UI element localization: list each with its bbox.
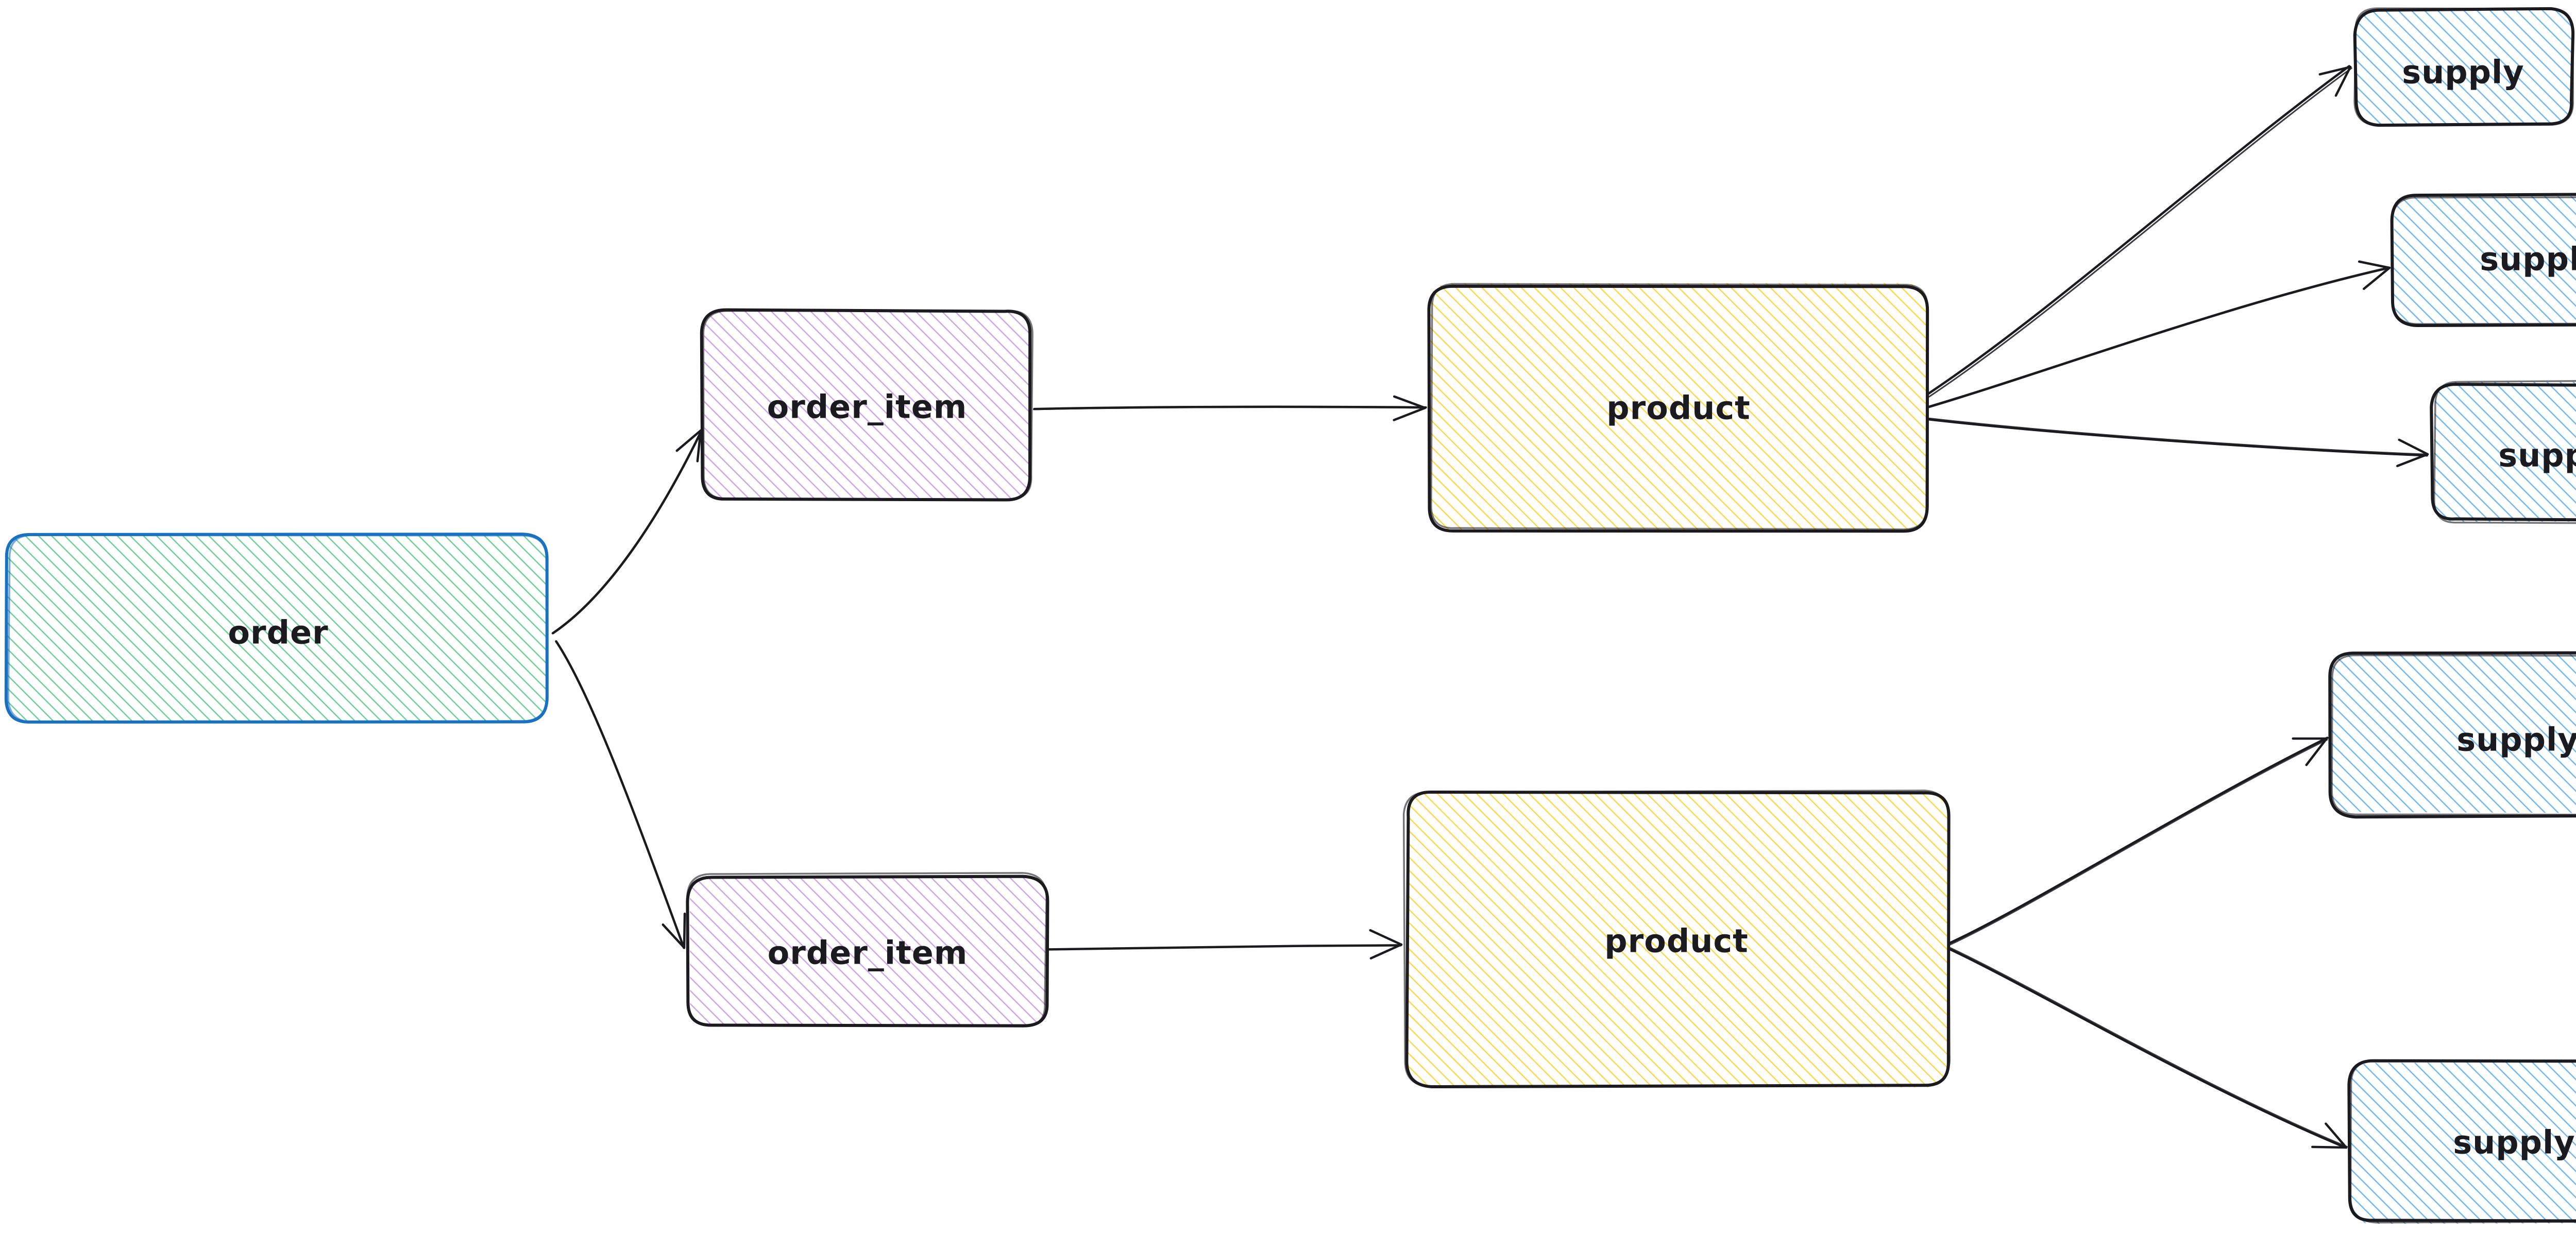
node-label-supply_5: supply — [2453, 1124, 2575, 1161]
node-outline — [2328, 651, 2576, 819]
node-fill — [2354, 9, 2572, 126]
node-outline — [2331, 654, 2576, 816]
node-label-supply_1: supply — [2402, 54, 2524, 91]
arrowhead-barb — [662, 923, 686, 949]
edge-order-to-order_item_2[interactable] — [555, 640, 686, 949]
arrowhead-barb — [1393, 395, 1427, 409]
edge-product_2-to-supply_4[interactable] — [1949, 737, 2329, 946]
node-order[interactable]: order — [4, 533, 549, 724]
edge-order-to-order_item_1[interactable] — [551, 429, 703, 635]
node-outline — [2353, 7, 2574, 127]
node-outline — [2430, 383, 2576, 522]
node-product_2[interactable]: product — [1402, 790, 1951, 1089]
node-product_1[interactable]: product — [1427, 283, 1929, 533]
arrowhead-barb — [2358, 260, 2391, 269]
node-label-order_item_1: order_item — [767, 388, 968, 426]
edge-product_1-to-supply_3[interactable] — [1927, 417, 2429, 467]
arrowhead-barb — [2363, 266, 2391, 290]
node-fill — [7, 533, 547, 722]
edges-layer — [551, 65, 2429, 1149]
edge-product_2-to-supply_5[interactable] — [1947, 947, 2348, 1149]
arrowhead-barb — [2325, 1122, 2348, 1149]
arrowhead-barb — [1393, 406, 1427, 421]
node-label-order_item_2: order_item — [768, 934, 968, 972]
node-label-order: order — [228, 614, 328, 652]
node-outline — [702, 310, 1033, 501]
arrowhead-barb — [2305, 737, 2328, 766]
arrowhead-barb — [2334, 65, 2352, 97]
node-supply_3[interactable]: supply — [2430, 380, 2576, 524]
node-fill — [704, 310, 1031, 499]
arrowhead-barb — [696, 429, 702, 463]
edge-order_item_2-to-product_2[interactable] — [1048, 929, 1403, 960]
node-label-product_2: product — [1604, 922, 1748, 960]
arrowhead-barb — [2311, 1145, 2348, 1149]
edge-order_item_1-to-product_1[interactable] — [1033, 395, 1427, 421]
node-fill — [1428, 283, 1927, 532]
node-outline — [7, 534, 549, 724]
node-label-supply_4: supply — [2456, 721, 2576, 759]
node-label-supply_3: supply — [2498, 437, 2576, 474]
arrowhead-barb — [1369, 929, 1403, 946]
node-fill — [690, 875, 1047, 1026]
node-label-product_1: product — [1606, 389, 1750, 427]
arrowhead-barb — [2398, 438, 2429, 456]
edge-product_1-to-supply_1[interactable] — [1925, 65, 2352, 398]
node-outline — [1402, 790, 1951, 1087]
node-outline — [2433, 380, 2576, 524]
arrowhead-barb — [683, 912, 686, 949]
node-outline — [1430, 283, 1928, 530]
arrowhead-barb — [2396, 453, 2429, 467]
node-fill — [2434, 382, 2576, 522]
nodes-layer: orderorder_itemorder_itemproductproducts… — [4, 7, 2576, 1224]
arrowhead-barb — [2318, 65, 2352, 76]
node-outline — [2347, 1059, 2576, 1223]
edge-product_1-to-supply_2[interactable] — [1927, 260, 2391, 408]
node-outline — [2349, 1059, 2576, 1224]
node-supply_5[interactable]: supply — [2347, 1059, 2576, 1224]
node-outline — [1427, 284, 1929, 533]
node-order_item_2[interactable]: order_item — [686, 872, 1049, 1028]
node-fill — [1405, 791, 1951, 1088]
node-fill — [2349, 1062, 2576, 1224]
node-outline — [686, 872, 1047, 1028]
node-supply_2[interactable]: supply — [2390, 193, 2576, 328]
node-label-supply_2: supply — [2480, 241, 2576, 278]
node-fill — [2393, 196, 2576, 323]
node-fill — [2328, 653, 2576, 813]
node-supply_4[interactable]: supply — [2328, 651, 2576, 819]
arrowhead-barb — [1369, 943, 1403, 960]
node-order_item_1[interactable]: order_item — [700, 308, 1033, 502]
node-outline — [2391, 196, 2576, 325]
arrowhead-barb — [675, 429, 702, 452]
node-supply_1[interactable]: supply — [2353, 7, 2575, 127]
